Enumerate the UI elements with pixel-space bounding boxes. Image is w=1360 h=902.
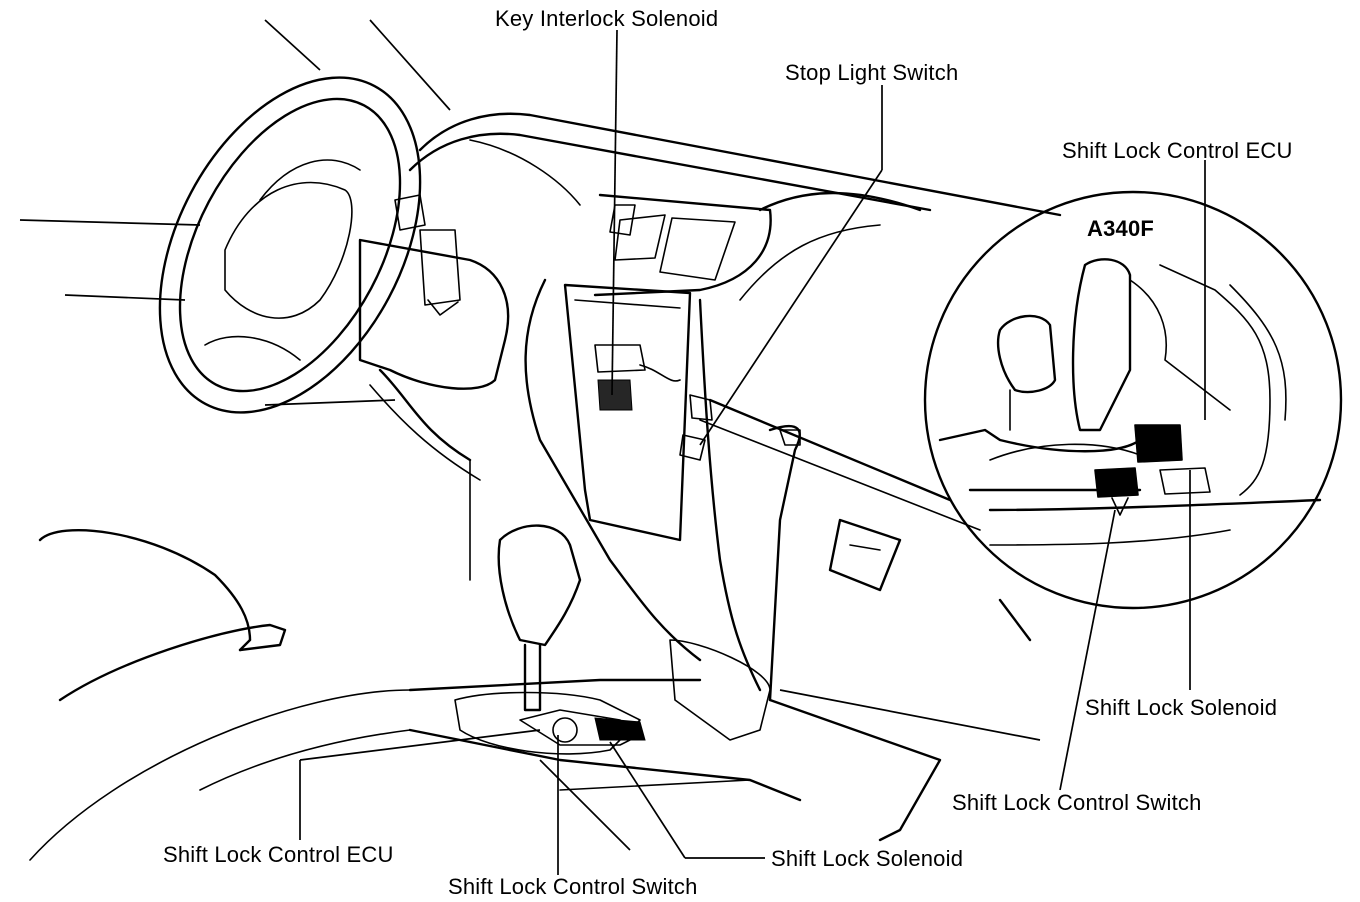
key-interlock-solenoid-part	[594, 344, 713, 461]
shift-lock-control-ecu-inset-label: Shift Lock Control ECU	[1062, 138, 1293, 163]
leader-lines	[19, 19, 1206, 875]
inset-detail	[923, 190, 1343, 610]
stop-light-switch-label: Stop Light Switch	[785, 60, 959, 85]
shift-lock-solenoid-main-label: Shift Lock Solenoid	[771, 846, 964, 871]
inset-model-label: A340F	[1087, 216, 1155, 241]
steering-column	[358, 194, 510, 390]
steering-wheel	[158, 76, 422, 414]
shift-lock-control-switch-main-label: Shift Lock Control Switch	[448, 874, 698, 899]
shift-lock-control-ecu-main-label: Shift Lock Control ECU	[163, 842, 394, 867]
shift-lock-solenoid-inset-label: Shift Lock Solenoid	[1085, 695, 1278, 720]
key-interlock-solenoid-label: Key Interlock Solenoid	[495, 6, 719, 31]
center-console	[29, 524, 942, 861]
dashboard	[369, 112, 1062, 702]
shift-lock-control-switch-inset-label: Shift Lock Control Switch	[952, 790, 1202, 815]
